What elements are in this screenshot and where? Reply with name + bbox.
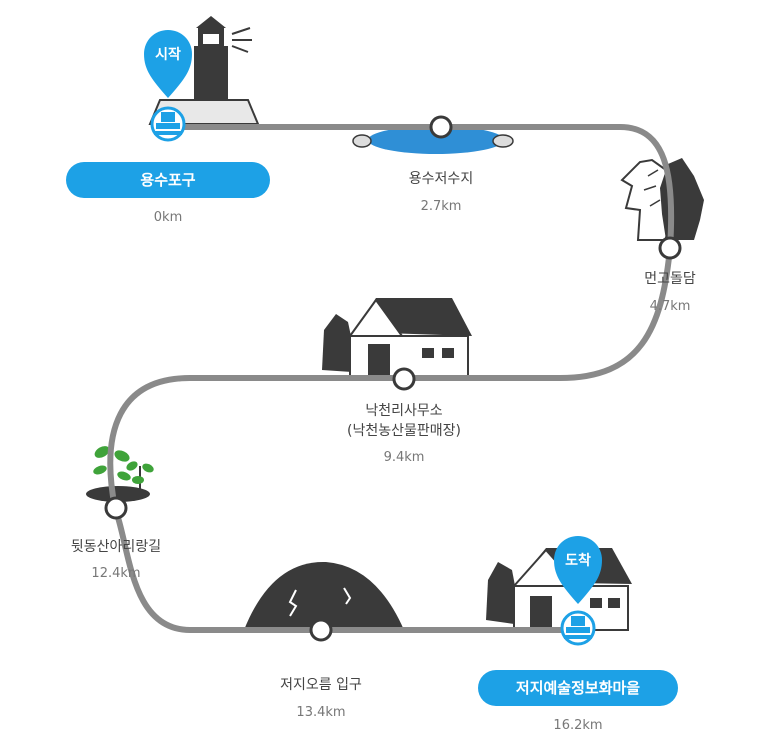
end-marker-label: 도착	[565, 550, 591, 570]
stop-distance-reservoir: 2.7km	[421, 199, 462, 214]
stop-name-office-sub: (낙천농산물판매장)	[347, 422, 461, 440]
waypoint-marker	[394, 369, 414, 389]
stop-distance-oreum: 13.4km	[296, 705, 345, 720]
stop-distance-start: 0km	[154, 210, 182, 225]
trees-icon	[622, 158, 704, 240]
waypoint-marker	[431, 117, 451, 137]
stop-distance-arirang: 12.4km	[91, 566, 140, 581]
start-stamp-icon	[152, 108, 184, 140]
end-stamp-icon	[562, 612, 594, 644]
stop-name-end: 저지예술정보화마을	[478, 670, 678, 706]
house-icon	[322, 298, 472, 378]
sprout-icon	[86, 444, 155, 502]
stop-name-reservoir: 용수저수지	[409, 170, 473, 188]
stop-distance-stonewall: 4.7km	[650, 299, 691, 314]
waypoint-marker	[106, 498, 126, 518]
stop-name-oreum: 저지오름 입구	[280, 676, 362, 694]
stop-distance-end: 16.2km	[553, 718, 602, 733]
stop-distance-office: 9.4km	[384, 450, 425, 465]
stop-name-start: 용수포구	[66, 162, 270, 198]
start-pin-icon	[144, 30, 192, 98]
stop-name-arirang: 뒷동산아리랑길	[71, 538, 161, 556]
waypoint-marker	[311, 620, 331, 640]
waypoint-marker	[660, 238, 680, 258]
stop-name-stonewall: 먼고돌담	[644, 270, 696, 288]
stop-name-office: 낙천리사무소	[365, 402, 442, 420]
start-marker-label: 시작	[155, 44, 181, 64]
